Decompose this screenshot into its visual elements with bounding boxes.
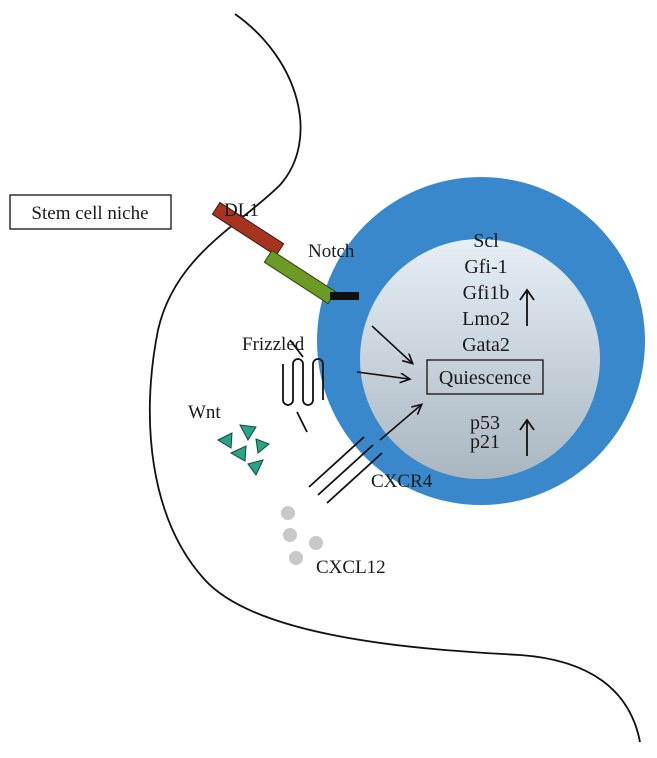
niche-label-box	[9, 194, 172, 230]
wnt-signal-arrow-icon	[356, 371, 409, 379]
cell-cycle-upregulation-arrow-icon	[519, 418, 535, 456]
cxcl12-label: CXCL12	[316, 557, 386, 578]
upregulated-gene-list: Scl Gfi-1 Gfi1b Lmo2 Gata2	[462, 230, 510, 356]
gene-label: Gfi-1	[464, 256, 507, 278]
p53-label: p53	[470, 412, 500, 434]
gene-label: Scl	[473, 230, 499, 252]
frizzled-receptor	[282, 339, 324, 433]
p21-label: p21	[470, 431, 500, 453]
cxcl12-chemokines	[281, 506, 323, 565]
gene-label: Gfi1b	[463, 282, 510, 304]
wnt-triangle	[229, 445, 247, 462]
niche-boundary-line	[148, 13, 641, 743]
upregulation-arrow-icon	[519, 288, 535, 326]
cxcr4-signal-arrow-icon	[379, 405, 421, 441]
cxcl12-dot	[289, 551, 303, 565]
cxcl12-dot	[283, 528, 297, 542]
quiescence-box	[426, 359, 544, 395]
wnt-ligands	[216, 424, 270, 476]
cxcr4-receptor	[308, 436, 383, 504]
frizzled-label: Frizzled	[242, 334, 305, 355]
notch-signal-arrow-icon	[371, 325, 412, 363]
dl1-label: DL1	[224, 200, 259, 221]
wnt-label: Wnt	[188, 402, 221, 423]
gene-label: Lmo2	[462, 308, 510, 330]
wnt-triangle	[239, 424, 257, 442]
gene-label: Gata2	[462, 334, 510, 356]
niche-label: Stem cell niche	[31, 203, 148, 224]
cxcr4-label: CXCR4	[371, 471, 433, 492]
wnt-triangle	[255, 438, 270, 454]
cxcl12-dot	[281, 506, 295, 520]
notch-label: Notch	[308, 241, 355, 262]
dl1-ligand	[211, 201, 285, 257]
cell-nucleus	[360, 239, 600, 479]
wnt-triangle	[247, 459, 264, 476]
wnt-triangle	[216, 432, 233, 449]
quiescence-label: Quiescence	[439, 367, 531, 389]
cxcl12-dot	[309, 536, 323, 550]
